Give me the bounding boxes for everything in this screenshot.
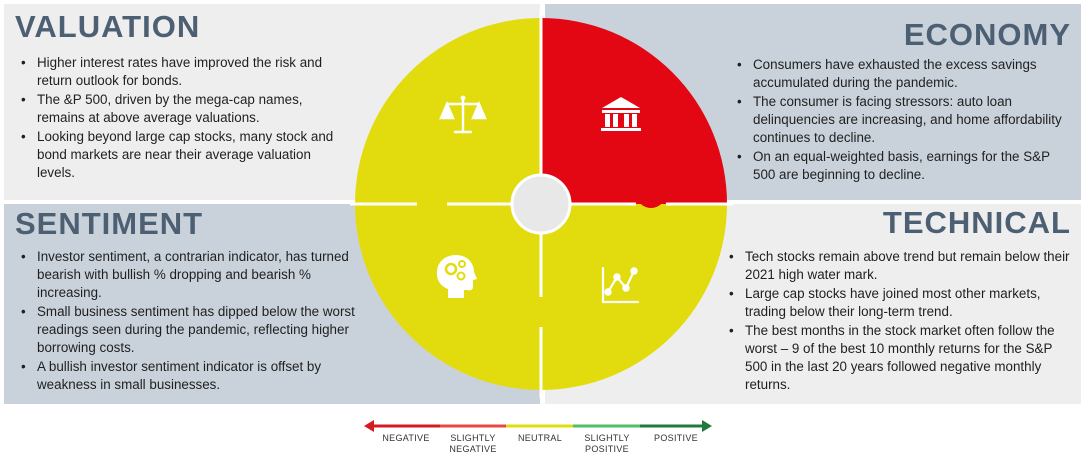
puzzle-tab-sentiment xyxy=(417,207,447,237)
legend-label-line: SLIGHTLY xyxy=(584,433,630,443)
economy-title: ECONOMY xyxy=(903,17,1071,52)
legend-segment-neutral xyxy=(506,424,573,428)
bullet-item: The &P 500, driven by the mega-cap names… xyxy=(19,91,349,127)
legend-label-negative: NEGATIVE xyxy=(366,433,446,444)
arrow-right-icon xyxy=(702,420,712,432)
bullet-item: On an equal-weighted basis, earnings for… xyxy=(735,148,1075,184)
valuation-title: VALUATION xyxy=(15,9,201,44)
puzzle-center-hole xyxy=(510,173,572,235)
sentiment-title: SENTIMENT xyxy=(15,206,204,241)
legend-segment-positive xyxy=(640,424,702,428)
legend-bar xyxy=(364,420,712,432)
bullet-item: A bullish investor sentiment indicator i… xyxy=(19,358,364,394)
bank-icon xyxy=(601,97,641,131)
bullet-item: The consumer is facing stressors: auto l… xyxy=(735,93,1075,147)
legend-label-line: POSITIVE xyxy=(585,444,629,454)
valuation-bullets: Higher interest rates have improved the … xyxy=(19,54,349,183)
puzzle-tab-economy xyxy=(636,178,666,208)
bullet-item: Looking beyond large cap stocks, many st… xyxy=(19,128,349,182)
legend-label-neutral: NEUTRAL xyxy=(500,433,580,444)
legend-label-slightly-positive: SLIGHTLY POSITIVE xyxy=(567,433,647,455)
bullet-item: The best months in the stock market ofte… xyxy=(727,322,1072,394)
legend-label-line: NEUTRAL xyxy=(517,433,563,443)
legend-label-line: NEGATIVE xyxy=(449,444,497,454)
legend-segment-slightly-negative xyxy=(440,424,506,428)
bullet-item: Large cap stocks have joined most other … xyxy=(727,285,1072,321)
legend-label-line: NEGATIVE xyxy=(382,433,430,443)
head-gears-icon xyxy=(436,255,477,298)
line-chart-icon xyxy=(601,266,640,304)
legend-label-positive: POSITIVE xyxy=(636,433,716,444)
bullet-item: Consumers have exhausted the excess savi… xyxy=(735,56,1075,92)
economy-bullets: Consumers have exhausted the excess savi… xyxy=(735,56,1075,185)
bullet-item: Tech stocks remain above trend but remai… xyxy=(727,248,1072,284)
legend-segment-slightly-positive xyxy=(573,424,640,428)
puzzle-tab-technical xyxy=(538,297,568,327)
legend-label-line: POSITIVE xyxy=(654,433,698,443)
sentiment-bullets: Investor sentiment, a contrarian indicat… xyxy=(19,248,364,395)
legend-label-slightly-negative: SLIGHTLY NEGATIVE xyxy=(433,433,513,455)
technical-bullets: Tech stocks remain above trend but remai… xyxy=(727,248,1072,395)
puzzle-piece-technical xyxy=(541,204,727,390)
arrow-left-icon xyxy=(364,420,374,432)
bullet-item: Higher interest rates have improved the … xyxy=(19,54,349,90)
bullet-item: Small business sentiment has dipped belo… xyxy=(19,303,364,357)
technical-title: TECHNICAL xyxy=(882,205,1071,240)
legend-segment-negative xyxy=(373,424,440,428)
bullet-item: Investor sentiment, a contrarian indicat… xyxy=(19,248,364,302)
legend-label-line: SLIGHTLY xyxy=(450,433,496,443)
scales-icon xyxy=(439,95,487,134)
